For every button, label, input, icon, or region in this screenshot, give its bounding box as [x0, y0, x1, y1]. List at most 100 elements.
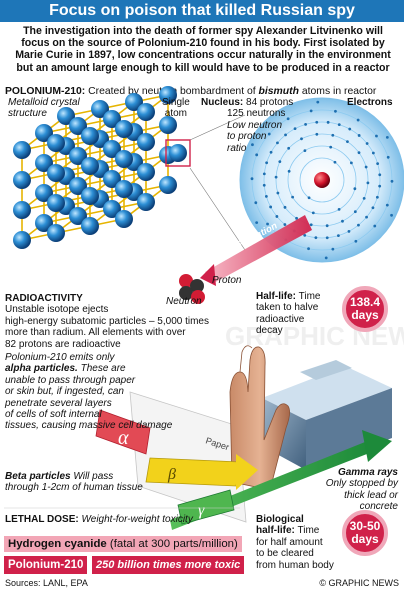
electron-dot	[331, 133, 335, 137]
lattice-atom	[159, 86, 177, 104]
polonium-text-after: atoms in reactor	[301, 86, 377, 97]
electron-dot	[269, 150, 273, 154]
electron-dot	[346, 140, 349, 144]
single-atom-label: Single atom	[162, 97, 190, 120]
beta-block: Beta particles Will pass through 1-2cm o…	[5, 471, 143, 494]
electron-dot	[307, 196, 311, 200]
electron-dot	[324, 256, 328, 260]
electron-dot	[262, 172, 266, 176]
lattice-atom	[159, 176, 177, 194]
half-life-block: Half-life: Time taken to halve radioacti…	[256, 291, 321, 337]
electron-dot	[365, 142, 369, 145]
beta-arrow: β	[145, 454, 258, 490]
lattice-atom	[115, 210, 133, 228]
lattice-atom	[91, 100, 109, 118]
sources: Sources: LANL, EPA	[5, 578, 88, 588]
bio-half-life-badge: 30-50 days	[342, 510, 388, 556]
electron-dot	[337, 234, 340, 238]
electron-dot	[278, 160, 282, 164]
electron-dot	[331, 247, 335, 251]
hand-illustration	[229, 345, 290, 491]
lattice-atom	[81, 217, 99, 235]
lattice-atom	[69, 177, 87, 195]
neutron-label: Neutron	[166, 296, 202, 307]
lattice-atom	[115, 150, 133, 168]
credit: © GRAPHIC NEWS	[319, 578, 399, 588]
electron-dot	[295, 216, 298, 220]
single-atom-box	[165, 139, 191, 167]
electron-dot	[300, 137, 303, 141]
electron-dot	[309, 109, 313, 113]
zoom-lines	[189, 114, 246, 251]
lattice-atom	[115, 180, 133, 198]
electron-dot	[265, 161, 269, 165]
crystal-label: Metalloid crystal structure	[8, 97, 80, 120]
lattice-atom	[103, 110, 121, 128]
bismuth-word: bismuth	[258, 86, 299, 97]
alpha-particle	[179, 274, 205, 304]
electron-dot	[309, 223, 313, 227]
electron-dot	[307, 247, 310, 251]
electron-dot	[353, 210, 357, 214]
electron-dot	[329, 145, 333, 149]
page-title: Focus on poison that killed Russian spy	[0, 0, 404, 22]
beta-symbol: β	[167, 466, 176, 483]
lattice-atom	[137, 103, 155, 121]
crystal-lattice	[13, 86, 177, 249]
electron-dot	[348, 127, 352, 131]
electron-dot	[354, 239, 358, 243]
electron-dot	[390, 213, 393, 217]
lattice-atom	[69, 207, 87, 225]
paper-sheet	[129, 391, 247, 523]
electron-dot	[347, 229, 351, 233]
radiation-beam	[200, 215, 312, 286]
electron-dot	[255, 221, 259, 224]
lattice-atom	[159, 116, 177, 134]
electron-dot	[357, 151, 361, 155]
alpha-block: Polonium-210 emits only alpha particles.…	[5, 352, 173, 432]
electron-dot	[287, 169, 291, 173]
lattice-atom	[47, 194, 65, 212]
radioactivity-block: RADIOACTIVITY Unstable isotope ejects hi…	[5, 293, 209, 350]
lattice-atom	[115, 120, 133, 138]
electron-dot	[378, 173, 382, 177]
lattice-atom	[125, 93, 143, 111]
electron-dot	[315, 120, 319, 124]
electron-dot	[303, 233, 307, 237]
alpha-symbol: α	[118, 427, 129, 449]
electron-dot	[276, 191, 280, 195]
electron-dot	[291, 195, 295, 199]
electron-dot	[262, 183, 266, 187]
lattice-atom	[35, 154, 53, 172]
electron-dot	[365, 215, 368, 219]
lattice-atom	[13, 171, 31, 189]
electron-dot	[357, 134, 361, 137]
bio-half-life-block: Biological half-life: Time for half amou…	[256, 514, 334, 571]
gamma-block: Gamma rays Only stopped by thick lead or…	[325, 467, 398, 513]
gamma-tag: γ	[177, 489, 235, 525]
electron-dot	[293, 127, 297, 131]
nucleus-label: Nucleus: 84 protons 125 neutrons Low neu…	[201, 97, 294, 154]
lattice-atom	[13, 141, 31, 159]
electron-dot	[303, 149, 307, 153]
electron-dot	[316, 100, 320, 104]
electron-dot	[283, 205, 287, 209]
electron-dot	[373, 224, 377, 228]
electron-dot	[311, 211, 315, 215]
electron-dot	[266, 222, 269, 226]
electron-dot	[264, 195, 268, 198]
electron-dot	[375, 195, 379, 199]
alpha-arrow: α	[95, 409, 151, 455]
electron-dot	[353, 187, 357, 191]
electrons-label: Electrons	[347, 97, 393, 108]
lattice-atom	[35, 184, 53, 202]
electron-dot	[333, 160, 337, 164]
nucleus-dot	[314, 172, 330, 188]
lattice-atom	[137, 133, 155, 151]
hydrogen-cyanide: Hydrogen cyanide (fatal at 300 parts/mil…	[4, 536, 242, 552]
electron-dot	[255, 153, 259, 157]
electron-dot	[254, 201, 258, 205]
electron-dot	[275, 215, 279, 218]
electron-dot	[362, 196, 366, 200]
lattice-atom	[69, 117, 87, 135]
